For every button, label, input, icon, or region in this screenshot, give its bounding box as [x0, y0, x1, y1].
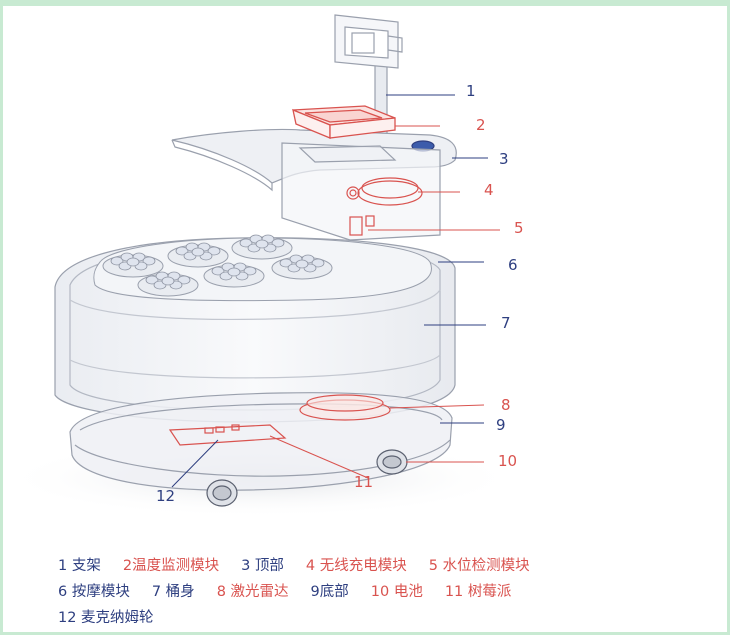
lidar-module [299, 394, 391, 421]
legend-row-3: 12 麦克纳姆轮 [58, 605, 726, 631]
wireless-charging-module [346, 177, 423, 206]
callout-8: 8 [501, 396, 511, 414]
legend-item: 8 激光雷达 [216, 584, 289, 600]
temperature-module [292, 105, 396, 139]
massage-pad [167, 242, 229, 268]
callout-11: 11 [354, 473, 374, 491]
callout-1: 1 [466, 82, 476, 100]
callout-3: 3 [499, 150, 509, 168]
leader-lines [171, 94, 500, 488]
callout-6: 6 [508, 256, 518, 274]
electronics-board [168, 424, 287, 446]
legend-item: 3 顶部 [241, 558, 284, 574]
legend: 1 支架 2温度监测模块 3 顶部 4 无线充电模块 5 水位检测模块 6 按摩模块 7 … [58, 553, 726, 631]
legend-item: 4 无线充电模块 [305, 558, 407, 574]
stand [334, 14, 403, 141]
callout-7: 7 [501, 314, 511, 332]
callout-10: 10 [498, 452, 518, 470]
callout-2: 2 [476, 116, 486, 134]
legend-row-1: 1 支架 2温度监测模块 3 顶部 4 无线充电模块 5 水位检测模块 [58, 553, 726, 579]
legend-item: 5 水位检测模块 [428, 558, 530, 574]
callout-12: 12 [156, 487, 176, 505]
upper-chamber [281, 142, 441, 241]
legend-item: 10 电池 [370, 584, 423, 600]
callout-5: 5 [514, 219, 524, 237]
leader-line-11 [269, 435, 369, 479]
callout-9: 9 [496, 416, 506, 434]
mecanum-wheels [206, 449, 408, 507]
callout-4: 4 [484, 181, 494, 199]
massage-pad [102, 252, 164, 278]
massage-pad [203, 262, 265, 288]
legend-row-2: 6 按摩模块 7 桶身 8 激光雷达 9底部 10 电池 11 树莓派 [58, 579, 726, 605]
massage-pad [271, 254, 333, 280]
legend-item: 12 麦克纳姆轮 [58, 610, 154, 626]
legend-item: 1 支架 [58, 558, 101, 574]
massage-pad [137, 271, 199, 297]
legend-item: 7 桶身 [151, 584, 195, 600]
legend-item: 2温度监测模块 [122, 558, 220, 574]
legend-item: 11 树莓派 [444, 584, 512, 600]
massage-pads [102, 234, 333, 297]
legend-item: 9底部 [310, 584, 349, 600]
legend-item: 6 按摩模块 [58, 584, 130, 600]
massage-pad [231, 234, 293, 260]
leader-line-12 [171, 439, 219, 488]
leader-line-8 [389, 404, 485, 409]
water-level-module [349, 215, 375, 236]
